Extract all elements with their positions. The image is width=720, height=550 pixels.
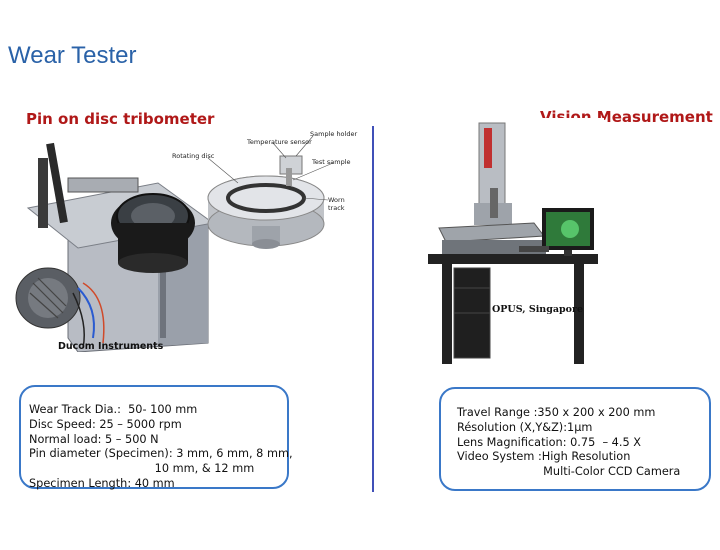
right-photo-caption: OPUS, Singapore: [492, 304, 584, 315]
spec-row: Multi-Color CCD Camera: [457, 465, 681, 479]
left-photo-caption: Ducom Instruments: [58, 341, 164, 352]
spec-row: Specimen Length: 40 mm: [29, 476, 175, 490]
section-divider: [372, 126, 374, 492]
spec-row: Pin diameter (Specimen): 3 mm, 6 mm, 8 m…: [29, 447, 293, 461]
spec-row: Travel Range :350 x 200 x 200 mm: [457, 406, 656, 419]
label-test-sample: Test sample: [312, 158, 351, 166]
spec-row: Lens Magnification: 0.75 – 4.5 X: [457, 435, 641, 449]
label-temperature-sensor: Temperature sensor: [247, 138, 312, 146]
spec-row: 10 mm, & 12 mm: [29, 462, 255, 476]
page-title: Wear Tester: [8, 42, 137, 69]
spec-row: Video System :High Resolution: [457, 450, 631, 464]
vision-measurement-photo: [424, 118, 604, 368]
label-worn-track: Worn track: [328, 196, 345, 212]
label-sample-holder: Sample holder: [310, 130, 358, 138]
tribometer-photo: [8, 138, 216, 352]
spec-row: Normal load: 5 – 500 N: [29, 432, 159, 446]
pin-on-disc-diagram: [207, 135, 334, 249]
left-heading: Pin on disc tribometer: [26, 110, 215, 128]
spec-row: Wear Track Dia.: 50- 100 mm: [29, 403, 198, 416]
left-spec-box: Wear Track Dia.: 50- 100 mm Disc Speed: …: [19, 385, 293, 490]
spec-row: Résolution (X,Y&Z):1µm: [457, 420, 593, 434]
label-rotating-disc: Rotating disc: [172, 152, 215, 160]
right-spec-box: Travel Range :350 x 200 x 200 mm Résolut…: [439, 387, 711, 491]
spec-row: Disc Speed: 25 – 5000 rpm: [29, 417, 182, 431]
